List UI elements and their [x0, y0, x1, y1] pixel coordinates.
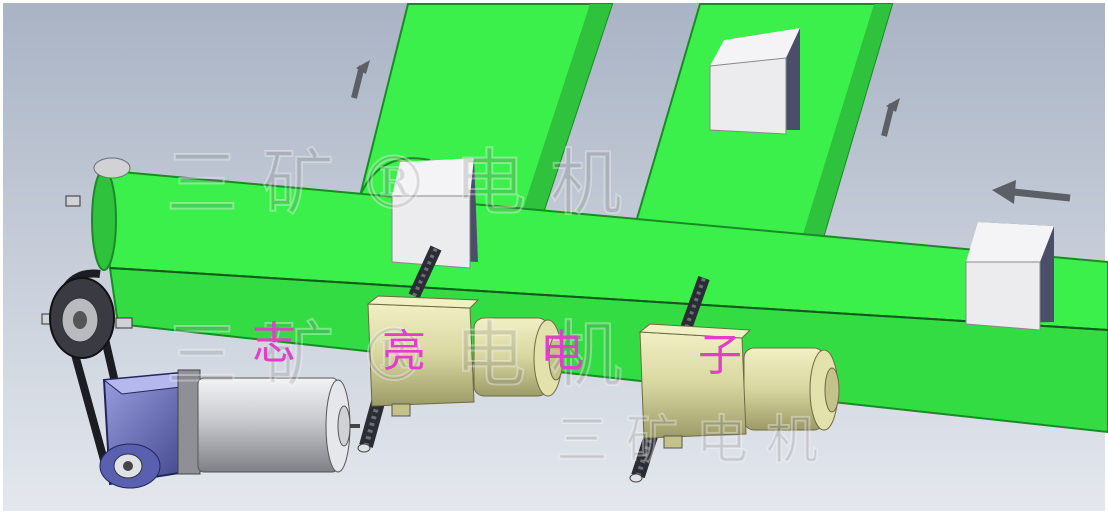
lead-screw-2	[678, 275, 710, 337]
screw-jack-motor-1	[366, 295, 564, 417]
watermark-bottom: 三矿电机	[556, 411, 836, 471]
overlay-char-1: 志	[252, 318, 296, 369]
conveyor-belt-main	[41, 157, 1108, 434]
cargo-box-1	[709, 28, 800, 135]
direction-arrow-left-icon	[992, 180, 1071, 204]
cargo-box-3	[965, 222, 1054, 331]
watermark-top: 三矿®电机	[166, 141, 646, 225]
overlay-char-4: 子	[698, 330, 742, 381]
drive-pulley-upper	[49, 277, 115, 359]
watermark-middle: 三矿®电机	[166, 313, 646, 397]
overlay-char-2: 亮	[382, 326, 426, 377]
cargo-box-2	[391, 158, 478, 269]
main-drive-motor	[177, 369, 360, 475]
overlay-char-3: 电	[540, 326, 584, 377]
lead-screw-1	[408, 245, 442, 299]
direction-arrow-up-right-icon	[881, 98, 900, 137]
screw-jack-motor-2	[638, 323, 840, 449]
direction-arrow-up-left-icon	[351, 60, 370, 99]
